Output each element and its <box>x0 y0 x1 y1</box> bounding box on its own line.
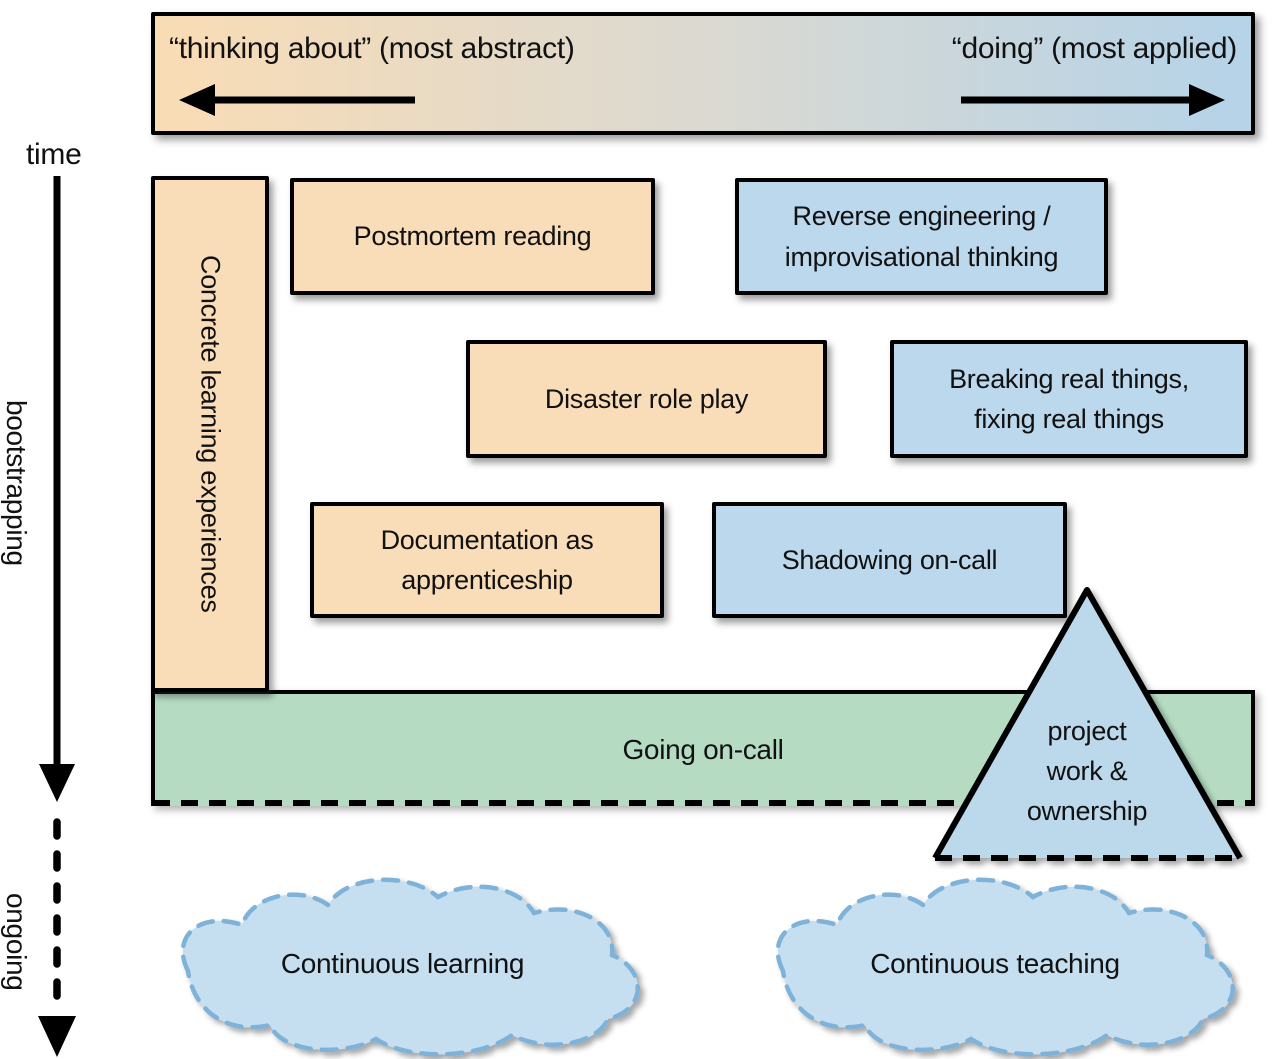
applied-end-label: “doing” (most applied) <box>951 32 1238 65</box>
going-on-call-label: Going on-call <box>622 734 784 765</box>
box-label: Concrete learning experiences <box>195 255 226 613</box>
box-reverse-engineering: Reverse engineering /improvisational thi… <box>735 178 1108 295</box>
arrow-right-icon <box>961 84 1225 116</box>
box-label: Reverse engineering /improvisational thi… <box>784 201 1059 272</box>
box-disaster-role-play: Disaster role play <box>466 340 827 458</box>
box-label: Breaking real things,fixing real things <box>949 363 1189 435</box>
arrow-left-icon <box>179 84 415 116</box>
box-shadowing-on-call: Shadowing on-call <box>712 502 1067 618</box>
bootstrapping-phase-label: bootstrapping <box>1 400 32 566</box>
continuous-teaching-label: Continuous teaching <box>870 948 1120 979</box>
box-breaking-real-things: Breaking real things,fixing real things <box>890 340 1248 458</box>
abstract-end-label: “thinking about” (most abstract) <box>169 32 575 65</box>
time-arrow-dashed <box>38 818 76 1057</box>
abstract-to-applied-spectrum-bar: “thinking about” (most abstract) “doing”… <box>151 12 1255 135</box>
time-axis-label: time <box>26 138 82 171</box>
box-label: Disaster role play <box>544 383 749 414</box>
ongoing-phase-label: ongoing <box>1 893 32 991</box>
box-label: Postmortem reading <box>353 221 592 252</box>
continuous-learning-label: Continuous learning <box>280 948 525 979</box>
box-label: Shadowing on-call <box>781 544 998 575</box>
time-arrow-solid <box>39 176 75 802</box>
box-postmortem-reading: Postmortem reading <box>290 178 655 295</box>
box-concrete-learning-experiences: Concrete learning experiences <box>151 176 269 692</box>
spectrum-direction-arrows <box>179 84 1225 116</box>
